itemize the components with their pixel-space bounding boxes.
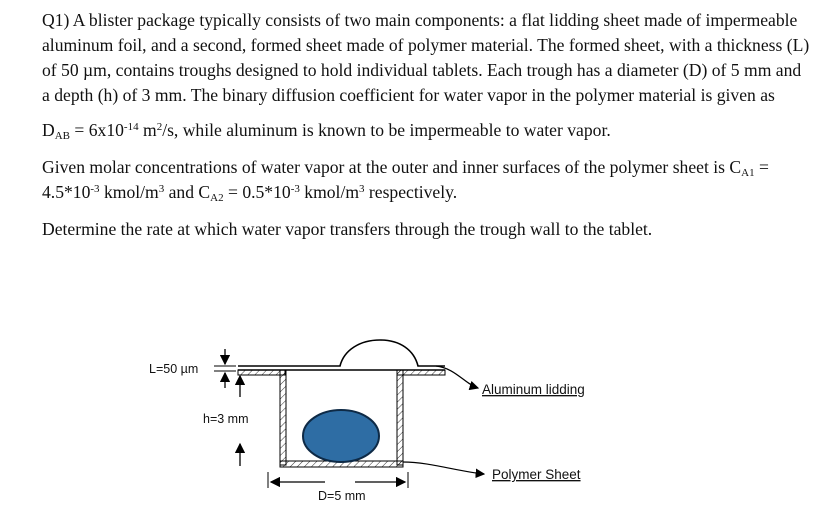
concentration-sub2: A2 (210, 192, 224, 204)
diffusivity-subscript: AB (54, 130, 70, 142)
concentration-and: and C (164, 182, 211, 202)
thickness-dimension (214, 349, 236, 388)
polymer-callout-line (402, 461, 486, 479)
concentration-unit2-exp: 3 (359, 183, 365, 195)
diameter-label: D=5 mm (318, 489, 366, 503)
diameter-dimension (267, 472, 409, 488)
task-line: Determine the rate at which water vapor … (42, 219, 653, 239)
tablet (302, 409, 380, 463)
depth-label: h=3 mm (203, 412, 249, 426)
concentration-exp2: -3 (290, 183, 300, 195)
concentration-val1: = 4.5*10 (42, 157, 769, 202)
lidding-label: Aluminum lidding (482, 382, 585, 397)
concentration-val2: = 0.5*10 (223, 182, 291, 202)
lidding-callout-line (435, 365, 480, 391)
diffusivity-value: = 6x10 (70, 120, 124, 140)
polymer-label: Polymer Sheet (492, 467, 581, 482)
question-text: Q1) A blister package typically consists… (42, 8, 812, 242)
diffusivity-symbol: D (42, 120, 55, 140)
concentration-end: respectively. (364, 182, 458, 202)
concentration-unit2: kmol/m (299, 182, 360, 202)
diffusivity-unit: m (138, 120, 157, 140)
thickness-label: L=50 µm (149, 362, 198, 376)
concentration-unit1: kmol/m (99, 182, 159, 202)
concentration-text: Given molar concentrations of water vapo… (42, 157, 742, 177)
diffusivity-exponent: -14 (123, 121, 139, 133)
concentration-exp1: -3 (90, 183, 100, 195)
question-intro: Q1) A blister package typically consists… (42, 10, 810, 105)
aluminum-lidding (238, 339, 445, 371)
concentration-sub1: A1 (741, 167, 755, 179)
concentration-line: Given molar concentrations of water vapo… (42, 155, 812, 205)
diffusivity-unit-exponent: 2 (156, 121, 163, 133)
concentration-unit1-exp: 3 (158, 183, 165, 195)
diffusivity-line: DAB = 6x10-14 m2/s, while aluminum is kn… (42, 118, 812, 143)
diffusivity-rest: /s, while aluminum is known to be imperm… (162, 120, 611, 140)
